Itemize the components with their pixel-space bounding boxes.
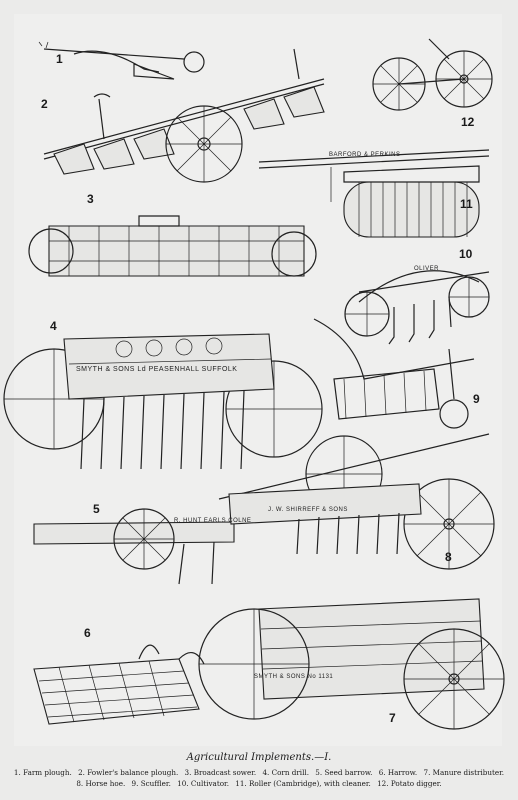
seed-barrow-maker-plate: R. HUNT EARLS COLNE <box>174 518 252 524</box>
cultivator-maker-plate: OLIVER <box>414 266 440 272</box>
figure-number: 7 <box>389 711 396 725</box>
legend-item: 5. Seed barrow. <box>315 768 373 777</box>
legend-item: 2. Fowler's balance plough. <box>78 768 179 777</box>
legend-line-1: 1. Farm plough. 2. Fowler's balance plou… <box>10 768 508 778</box>
engraving-plate: 1 2 3 4 5 6 7 8 9 10 11 12 SMYTH & SONS … <box>3 14 505 746</box>
figure-number: 11 <box>460 197 473 211</box>
manure-distributer-illustration <box>198 598 505 730</box>
corn-drill-maker-plate: SMYTH & SONS Ld PEASENHALL SUFFOLK <box>76 366 238 373</box>
legend-item: 6. Harrow. <box>378 768 418 777</box>
legend-item: 4. Corn drill. <box>262 768 309 777</box>
balance-plough-illustration <box>43 48 325 183</box>
horse-hoe-illustration <box>218 433 495 570</box>
figure-number: 2 <box>41 97 48 111</box>
roller-maker-plate: BARFORD & PERKINS <box>329 152 401 158</box>
legend-item: 8. Horse hoe. <box>76 779 126 788</box>
legend-item: 10. Cultivator. <box>177 779 229 788</box>
legend-line-2: 8. Horse hoe. 9. Scuffler. 10. Cultivato… <box>10 779 508 789</box>
figure-number: 9 <box>473 392 480 406</box>
legend-item: 1. Farm plough. <box>13 768 72 777</box>
broadcast-sower-illustration <box>28 215 317 277</box>
figure-number: 6 <box>84 626 91 640</box>
farm-plough-illustration <box>38 41 205 80</box>
cultivator-illustration <box>344 270 490 345</box>
potato-digger-illustration <box>372 38 493 111</box>
manure-distributer-maker-plate: SMYTH & SONS No 1131 <box>254 674 334 680</box>
legend-item: 12. Potato digger. <box>377 779 442 788</box>
scuffler-illustration <box>313 318 475 429</box>
figure-number: 3 <box>87 192 94 206</box>
figure-number: 4 <box>50 319 57 333</box>
seed-barrow-illustration <box>33 508 235 585</box>
cambridge-roller-illustration <box>258 149 490 238</box>
figure-number: 5 <box>93 502 100 516</box>
legend-item: 9. Scuffler. <box>131 779 171 788</box>
legend-item: 3. Broadcast sower. <box>184 768 257 777</box>
plate-caption: Agricultural Implements.—I. <box>186 752 332 763</box>
figure-number: 10 <box>459 247 473 261</box>
figure-number: 1 <box>56 52 63 66</box>
figure-number: 8 <box>445 550 452 564</box>
legend-item: 7. Manure distributer. <box>423 768 505 777</box>
legend-item: 11. Roller (Cambridge), with cleaner. <box>235 779 371 788</box>
harrow-illustration <box>33 644 205 725</box>
corn-drill-illustration <box>3 333 323 470</box>
horse-hoe-maker-plate: J. W. SHIRREFF & SONS <box>268 507 348 513</box>
figure-number: 12 <box>461 115 475 129</box>
